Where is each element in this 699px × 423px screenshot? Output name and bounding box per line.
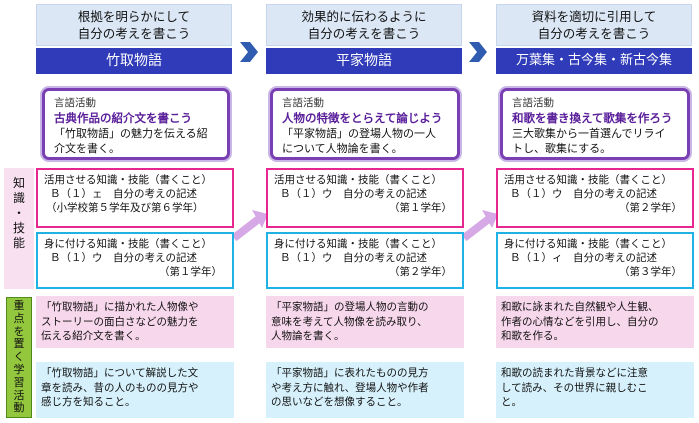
goal-box: 根拠を明らかにして自分の考えを書こう <box>36 4 232 46</box>
side-label-knowledge <box>4 168 34 289</box>
goal-box: 効果的に伝わるように自分の考えを書こう <box>266 4 462 46</box>
activity-box: 言語活動 人物の特徴をとらえて論じよう 「平家物語」の登場人物の一人 について人… <box>270 88 460 160</box>
activity-label: 言語活動 <box>282 97 324 109</box>
apply-knowledge-box: 活用させる知識・技能（書くこと） Ｂ（１）ウ 自分の考えの記述 （第２学年） <box>496 168 694 228</box>
diagonal-arrow-icon <box>230 208 270 246</box>
apply-knowledge-box: 活用させる知識・技能（書くこと） Ｂ（１）ウ 自分の考えの記述 （第１学年） <box>266 168 464 228</box>
activity-label: 言語活動 <box>54 97 96 109</box>
side-label-knowledge-text: 知 識 ・ 技 能 <box>12 176 25 250</box>
side-label-focus-text: 重 点 を 置 く 学 習 活 動 <box>13 299 25 415</box>
activity-heading: 和歌を書き換えて歌集を作ろう <box>512 111 673 125</box>
work-title: 竹取物語 <box>36 48 232 74</box>
side-label-focus <box>6 297 32 418</box>
focus-activity-write: 「平家物語」の登場人物の言動の意味を考えて人物像を読み取り、人物論を書く。 <box>266 296 464 348</box>
activity-label: 言語活動 <box>512 97 554 109</box>
focus-activity-write: 「竹取物語」に描かれた人物像やストーリーの面白さなどの魅力を伝える紹介文を書く。 <box>36 296 234 348</box>
focus-activity-read: 「平家物語」に表れたものの見方や考え方に触れ、登場人物や作者の思いなどを想像する… <box>266 362 464 418</box>
goal-box: 資料を適切に引用して自分の考えを書こう <box>496 4 692 46</box>
chevron-right-icon <box>467 40 489 68</box>
apply-knowledge-box: 活用させる知識・技能（書くこと） Ｂ（１）ェ 自分の考えの記述 （小学校第５学年… <box>36 168 234 228</box>
activity-heading: 人物の特徴をとらえて論じよう <box>282 111 443 125</box>
activity-box: 言語活動 和歌を書き換えて歌集を作ろう 三大歌集から一首選んでリライ トし、歌集… <box>500 88 690 160</box>
activity-box: 言語活動 古典作品の紹介文を書こう 「竹取物語」の魅力を伝える紹 介文を書く。 <box>42 88 230 160</box>
acquire-knowledge-box: 身に付ける知識・技能（書くこと） Ｂ（１）ウ 自分の考えの記述 （第１学年） <box>36 232 234 289</box>
chevron-right-icon <box>238 40 260 68</box>
acquire-knowledge-box: 身に付ける知識・技能（書くこと） Ｂ（１）ィ 自分の考えの記述 （第３学年） <box>496 232 694 289</box>
work-title: 万葉集・古今集・新古今集 <box>496 48 692 74</box>
focus-activity-read: 和歌の読まれた背景などに注意して読み、その世界に親しむこと。 <box>496 362 694 418</box>
diagonal-arrow-icon <box>460 208 500 246</box>
acquire-knowledge-box: 身に付ける知識・技能（書くこと） Ｂ（１）ウ 自分の考えの記述 （第２学年） <box>266 232 464 289</box>
activity-heading: 古典作品の紹介文を書こう <box>54 111 192 125</box>
focus-activity-read: 「竹取物語」について解説した文章を読み、昔の人のものの見方や感じ方を知ること。 <box>36 362 234 418</box>
focus-activity-write: 和歌に詠まれた自然観や人生観、作者の心情などを引用し、自分の和歌を作る。 <box>496 296 694 348</box>
work-title: 平家物語 <box>266 48 462 74</box>
